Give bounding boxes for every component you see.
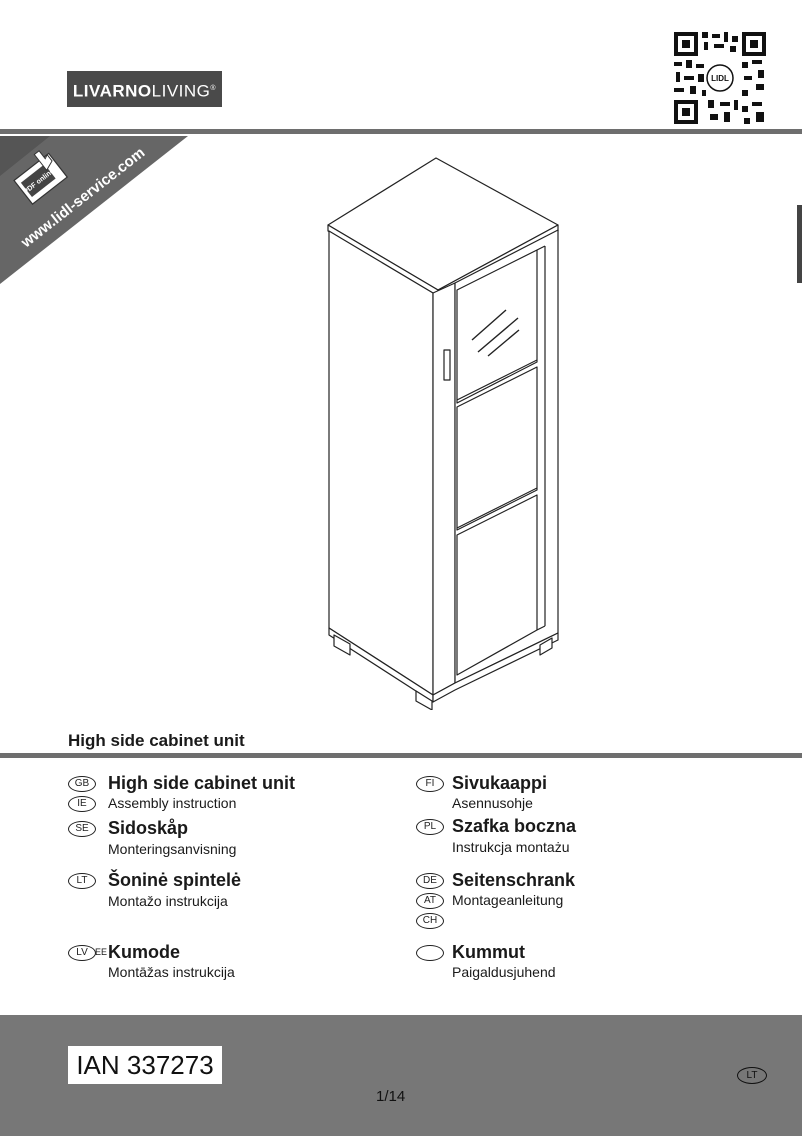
footer-lang-badge: LT	[737, 1067, 767, 1084]
lang-subtitle: Asennusohje	[452, 795, 533, 811]
lang-code-badge: GB	[68, 776, 96, 792]
brand-name-bold: LIVARNO	[72, 81, 152, 101]
lang-code-badge: LV	[68, 945, 96, 961]
lang-subtitle: Instrukcja montażu	[452, 839, 570, 855]
lang-subtitle: Assembly instruction	[108, 795, 237, 811]
lang-code-badge: PL	[416, 819, 444, 835]
lang-subtitle: Paigaldusjuhend	[452, 964, 556, 980]
lang-title: Sivukaappi	[452, 773, 548, 793]
lang-subtitle: Montageanleitung	[452, 892, 564, 908]
lang-code-badge: FI	[416, 776, 444, 792]
lang-title: Seitenschrank	[452, 870, 576, 890]
brand-name-regular: LIVING	[151, 81, 211, 101]
lang-title: Šoninė spintelė	[108, 870, 242, 890]
qr-code-icon: LIDL	[672, 30, 768, 126]
lang-title: Szafka boczna	[452, 816, 577, 836]
lang-code-badge: IE	[68, 796, 96, 812]
lidl-service-banner: www.lidl-service.com PDF online	[0, 136, 188, 284]
page-number: 1/14	[376, 1088, 406, 1105]
lang-code-badge: LT	[68, 873, 96, 889]
lang-title: Kumode	[108, 942, 180, 962]
lang-subtitle: Montāžas instrukcija	[108, 964, 235, 980]
ian-number: IAN 337273	[68, 1046, 222, 1084]
lang-code-badge	[416, 945, 444, 961]
brand-logo: LIVARNOLIVING®	[67, 71, 222, 107]
lang-code-badge: DE	[416, 873, 444, 889]
qr-logo-text: LIDL	[711, 74, 729, 83]
lang-code-badge: CH	[416, 913, 444, 929]
top-rule	[0, 129, 802, 134]
lang-code-secondary: EE	[95, 947, 108, 957]
lang-subtitle: Montažo instrukcija	[108, 893, 228, 909]
lang-code-badge: AT	[416, 893, 444, 909]
lang-subtitle: Monteringsanvisning	[108, 841, 237, 857]
lang-title: Kummut	[452, 942, 525, 962]
lang-title: High side cabinet unit	[108, 773, 296, 793]
product-subtitle: High side cabinet unit	[68, 731, 245, 750]
lang-title: Sidoskåp	[108, 818, 189, 838]
brand-mark: ®	[210, 85, 217, 92]
lang-code-badge: SE	[68, 821, 96, 837]
edge-tab	[797, 205, 802, 283]
cabinet-illustration	[327, 157, 559, 710]
section-rule	[0, 753, 802, 758]
